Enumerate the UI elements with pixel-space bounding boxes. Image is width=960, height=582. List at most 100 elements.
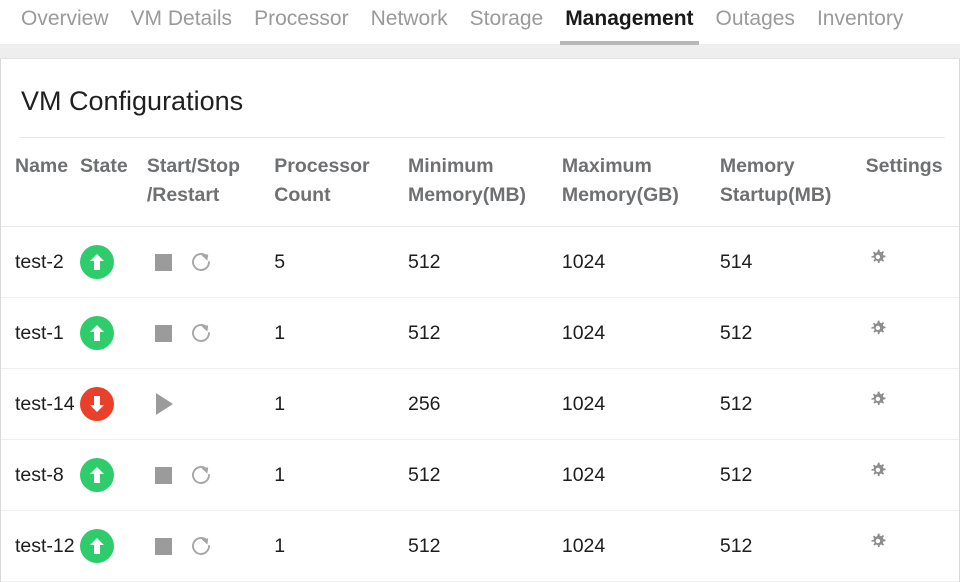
cell-processor-count: 1 — [262, 510, 400, 582]
column-header-min-memory-line2: Memory(MB) — [407, 184, 527, 206]
restart-icon[interactable] — [189, 321, 213, 345]
tab-bar: Overview VM Details Processor Network St… — [0, 0, 960, 45]
restart-icon[interactable] — [189, 463, 213, 487]
start-icon[interactable] — [155, 393, 173, 415]
vm-configurations-table: Name State Start/Stop /Restart Processor… — [1, 138, 959, 582]
cell-minimum-memory: 512 — [399, 226, 550, 298]
cell-processor-count: 1 — [262, 368, 400, 440]
cell-memory-startup: 512 — [709, 439, 854, 511]
cell-maximum-memory: 1024 — [549, 368, 710, 440]
tab-label: Processor — [254, 7, 349, 30]
page-title: VM Configurations — [21, 86, 244, 116]
column-header-memory-startup: Memory Startup(MB) — [710, 138, 854, 227]
tab-label: Outages — [715, 7, 795, 30]
cell-name: test-1 — [1, 297, 80, 369]
cell-memory-startup: 512 — [709, 510, 854, 582]
cell-actions — [146, 510, 263, 582]
cell-name: test-2 — [1, 226, 80, 298]
column-header-state-text: State — [79, 155, 128, 177]
cell-actions — [146, 226, 263, 298]
cell-name: test-8 — [1, 439, 80, 511]
cell-actions — [146, 368, 263, 440]
cell-actions — [146, 297, 263, 369]
cell-settings — [853, 297, 959, 369]
cell-state — [79, 226, 147, 298]
column-header-max-memory-line1: Maximum — [561, 155, 652, 177]
cell-minimum-memory: 256 — [399, 368, 550, 440]
tab-overview[interactable]: Overview — [10, 0, 120, 45]
gear-icon[interactable] — [866, 247, 890, 271]
tab-network[interactable]: Network — [360, 0, 459, 45]
column-header-actions-line2: /Restart — [146, 184, 220, 206]
tab-inventory[interactable]: Inventory — [806, 0, 914, 45]
action-group — [155, 393, 262, 415]
tab-content-separator — [0, 44, 960, 59]
cell-minimum-memory: 512 — [399, 439, 550, 511]
column-header-processor-line1: Processor — [274, 155, 370, 177]
column-header-startup-memory-line2: Startup(MB) — [719, 184, 832, 206]
tab-storage[interactable]: Storage — [459, 0, 555, 45]
column-header-processor-count: Processor Count — [262, 138, 400, 227]
stop-icon[interactable] — [154, 537, 172, 555]
tab-processor[interactable]: Processor — [243, 0, 360, 45]
cell-settings — [853, 510, 959, 582]
vm-configurations-card: VM Configurations Name State Start/Stop … — [0, 59, 960, 582]
gear-icon[interactable] — [866, 389, 890, 413]
column-header-minimum-memory: Minimum Memory(MB) — [400, 138, 550, 227]
stop-icon[interactable] — [154, 253, 172, 271]
column-header-maximum-memory: Maximum Memory(GB) — [550, 138, 710, 227]
cell-settings — [853, 439, 959, 511]
gear-icon[interactable] — [866, 531, 890, 555]
arrow-up-circle-green-icon — [79, 458, 114, 492]
cell-memory-startup: 512 — [709, 368, 854, 440]
cell-minimum-memory: 512 — [399, 297, 550, 369]
column-header-max-memory-line2: Memory(GB) — [561, 184, 679, 206]
cell-state — [79, 297, 147, 369]
cell-settings — [853, 368, 959, 440]
cell-minimum-memory: 512 — [399, 510, 550, 582]
action-group — [154, 534, 262, 558]
cell-state — [79, 439, 147, 511]
cell-maximum-memory: 1024 — [549, 510, 710, 582]
table-header: Name State Start/Stop /Restart Processor… — [1, 138, 959, 227]
tab-outages[interactable]: Outages — [705, 0, 806, 45]
action-group — [154, 321, 262, 345]
column-header-actions-line1: Start/Stop — [146, 155, 240, 177]
column-header-start-stop-restart: Start/Stop /Restart — [147, 138, 262, 227]
stop-icon[interactable] — [154, 466, 172, 484]
cell-name: test-14 — [1, 368, 80, 440]
cell-memory-startup: 512 — [709, 297, 854, 369]
tab-label: Inventory — [816, 7, 904, 30]
restart-icon[interactable] — [189, 534, 213, 558]
action-group — [154, 463, 262, 487]
tab-label: Storage — [469, 7, 544, 30]
tab-management[interactable]: Management — [554, 0, 704, 45]
column-header-state: State — [80, 138, 147, 227]
cell-processor-count: 1 — [262, 439, 400, 511]
column-header-processor-line2: Count — [274, 184, 331, 206]
cell-name: test-12 — [1, 510, 80, 582]
arrow-down-circle-red-icon — [79, 387, 114, 421]
arrow-up-circle-green-icon — [79, 316, 114, 350]
column-header-startup-memory-line1: Memory — [719, 155, 795, 177]
cell-settings — [853, 226, 959, 298]
cell-processor-count: 5 — [262, 226, 400, 298]
tab-vm-details[interactable]: VM Details — [120, 0, 244, 45]
gear-icon[interactable] — [866, 460, 890, 484]
title-divider — [19, 137, 945, 138]
cell-maximum-memory: 1024 — [549, 439, 710, 511]
column-header-name-text: Name — [15, 155, 69, 177]
cell-state — [79, 510, 147, 582]
column-header-name: Name — [1, 138, 80, 227]
restart-icon[interactable] — [189, 250, 213, 274]
gear-icon[interactable] — [866, 318, 890, 342]
cell-actions — [146, 439, 263, 511]
cell-maximum-memory: 1024 — [549, 226, 710, 298]
column-header-settings-text: Settings — [865, 155, 943, 177]
stop-icon[interactable] — [154, 324, 172, 342]
